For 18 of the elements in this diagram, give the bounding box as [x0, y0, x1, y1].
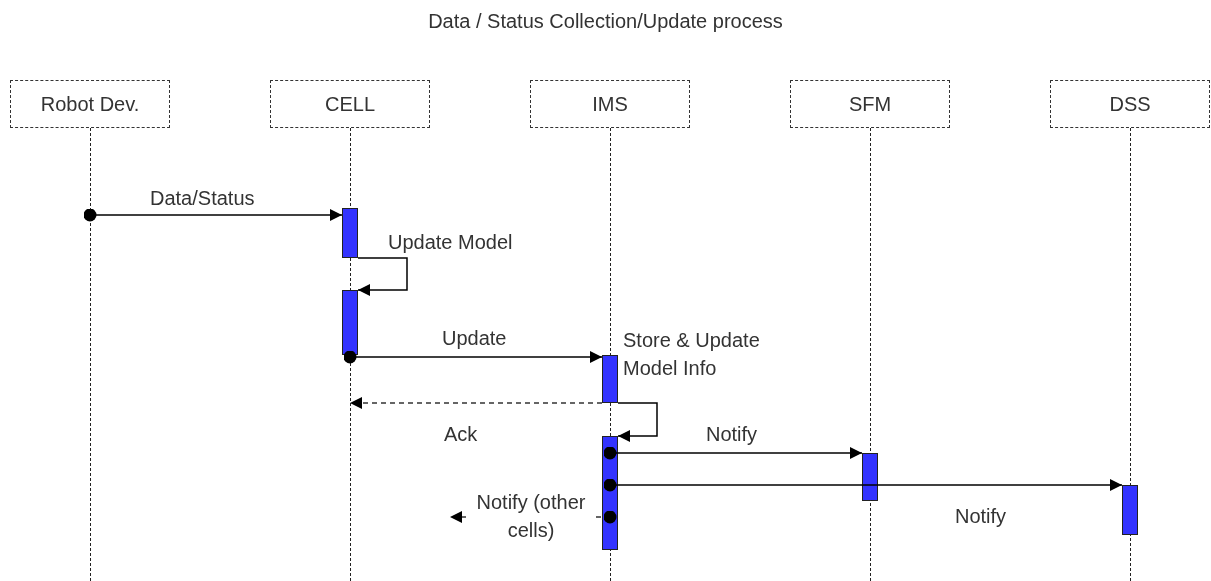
- arrow: [603, 478, 1123, 492]
- arrow: [83, 208, 343, 222]
- activation-bar: [342, 290, 358, 355]
- participant-box: IMS: [530, 80, 690, 128]
- dashed-arrow: [349, 397, 603, 409]
- participant-box: SFM: [790, 80, 950, 128]
- participant-box: DSS: [1050, 80, 1210, 128]
- participant-box: CELL: [270, 80, 430, 128]
- participant-box: Robot Dev.: [10, 80, 170, 128]
- arrow: [603, 446, 863, 460]
- activation-bar: [342, 208, 358, 258]
- activation-bar: [602, 355, 618, 403]
- arrow: [357, 257, 408, 296]
- arrow: [617, 402, 658, 442]
- arrow: [343, 350, 603, 364]
- activation-bar: [862, 453, 878, 501]
- diagram-title: Data / Status Collection/Update process: [427, 10, 784, 33]
- activation-bar: [1122, 485, 1138, 535]
